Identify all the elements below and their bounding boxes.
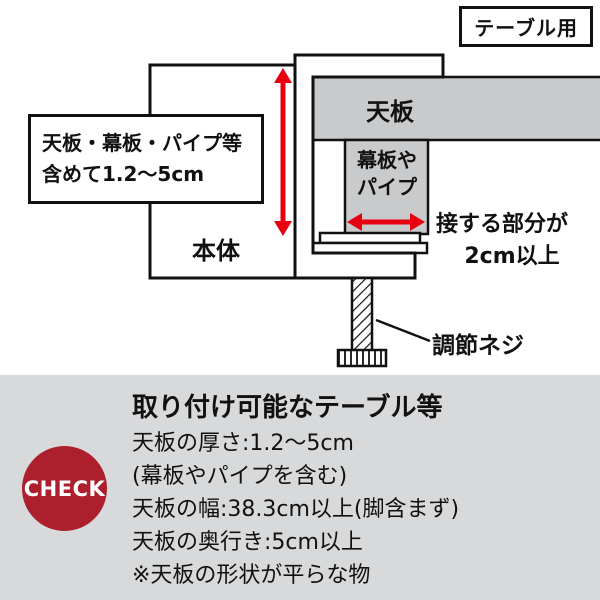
apron-pipe-label-line2: パイプ bbox=[357, 175, 417, 199]
spec-line-flat-shape: ※天板の形状が平らな物 bbox=[132, 563, 371, 588]
thickness-range-callout: 天板・幕板・パイプ等 含めて1.2〜5cm bbox=[28, 114, 264, 204]
check-badge: CHECK bbox=[22, 446, 107, 531]
apron-pipe-label-line1: 幕板や bbox=[357, 148, 417, 172]
clamp-frame bbox=[293, 53, 445, 280]
apron-pipe-label: 幕板や パイプ bbox=[347, 147, 427, 201]
contact-area-label-line1: 接する部分が bbox=[436, 212, 569, 237]
contact-area-label: 接する部分が 2cm以上 bbox=[436, 209, 588, 273]
screw-knob bbox=[336, 348, 388, 368]
spec-line-width: 天板の幅:38.3cm以上(脚含まず) bbox=[132, 497, 460, 522]
table-use-badge: テーブル用 bbox=[459, 6, 593, 47]
check-panel-title: 取り付け可能なテーブル等 bbox=[132, 393, 443, 423]
thickness-range-line1: 天板・幕板・パイプ等 bbox=[42, 131, 242, 155]
thickness-range-line2: 含めて1.2〜5cm bbox=[42, 162, 205, 186]
spec-line-thickness-note: (幕板やパイプを含む) bbox=[132, 464, 348, 489]
tabletop-label: 天板 bbox=[366, 98, 414, 126]
adjust-screw-label: 調節ネジ bbox=[432, 333, 524, 359]
clamp-pad-upper bbox=[318, 231, 422, 245]
check-spec-list: 天板の厚さ:1.2〜5cm (幕板やパイプを含む) 天板の幅:38.3cm以上(… bbox=[132, 427, 459, 592]
main-body-label: 本体 bbox=[192, 237, 240, 265]
thickness-range-arrow bbox=[274, 68, 292, 236]
screw-leader-line bbox=[375, 318, 431, 343]
contact-width-arrow bbox=[347, 213, 425, 231]
clamp-diagram-graphic bbox=[148, 53, 600, 368]
tabletop-board bbox=[310, 75, 600, 142]
spec-line-depth: 天板の奥行き:5cm以上 bbox=[132, 530, 363, 555]
clamp-installation-diagram: テーブル用 天板・幕板・パイプ等 含めて1.2〜5cm 天板 幕板や パイプ 本… bbox=[28, 6, 600, 368]
screw-shaft bbox=[350, 276, 374, 354]
contact-area-label-line2: 2cm以上 bbox=[464, 243, 560, 269]
spec-line-thickness: 天板の厚さ:1.2〜5cm bbox=[132, 431, 354, 456]
